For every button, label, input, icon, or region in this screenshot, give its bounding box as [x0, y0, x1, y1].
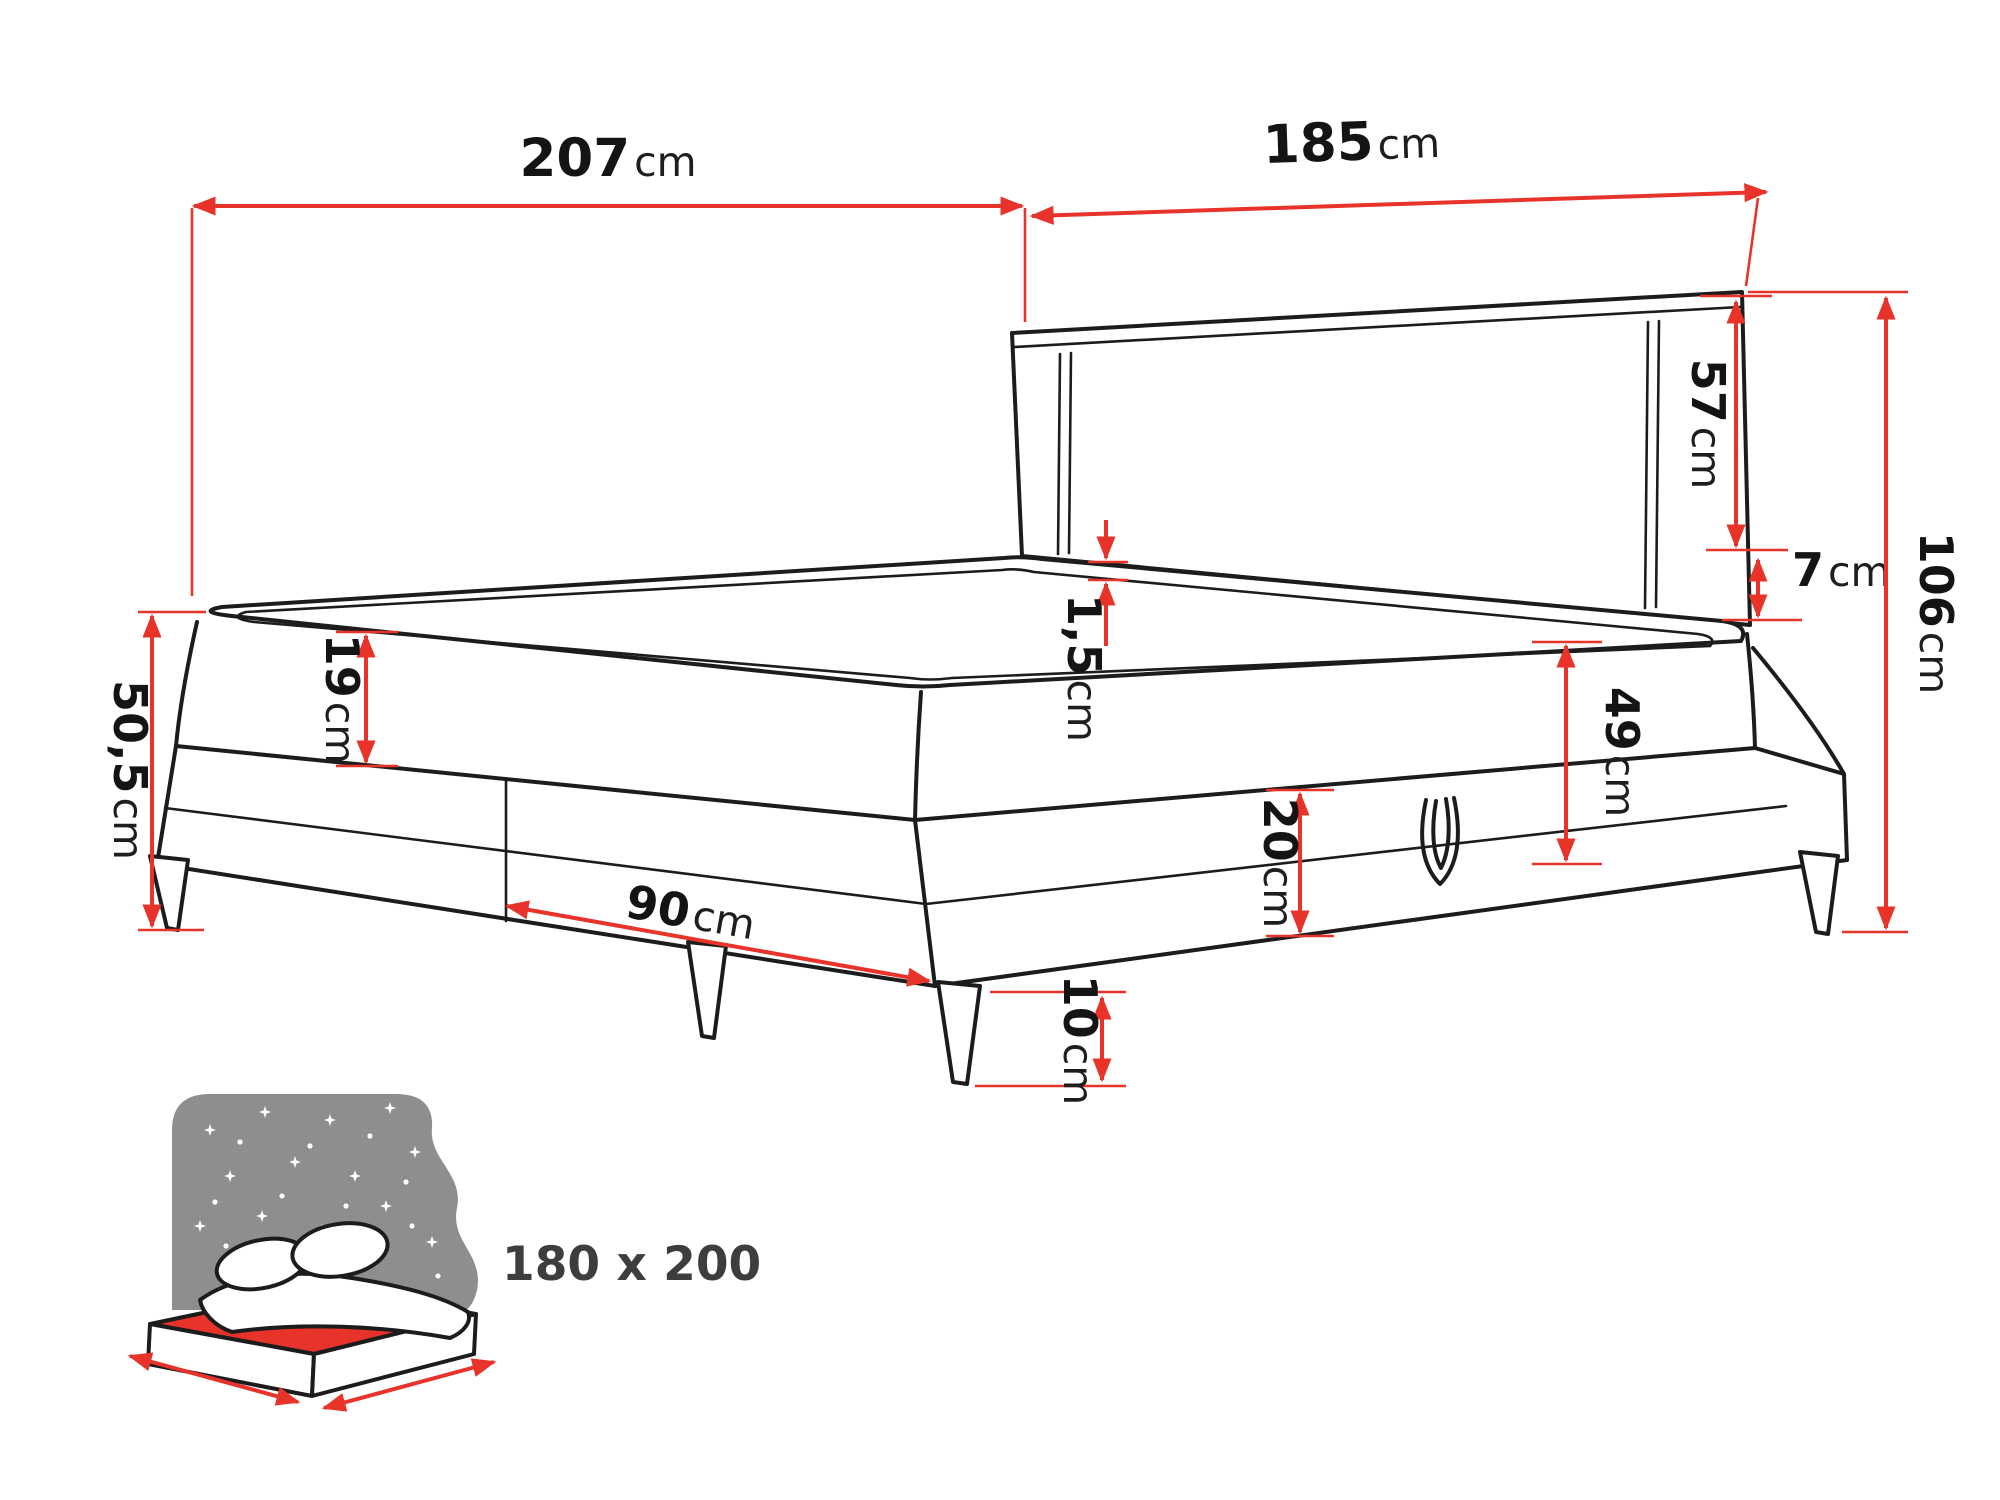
dim-leg-height-label: 10cm — [1053, 975, 1107, 1106]
size-badge-label: 180 x 200 — [502, 1237, 761, 1292]
headboard-led-strip-right — [1643, 319, 1661, 610]
box-right-top-edge — [1753, 746, 1849, 862]
icon-width-arrow — [127, 1352, 301, 1406]
dim-headboard-clearance-label: 7cm — [1792, 543, 1891, 597]
dim-mattress-height-label: 19cm — [315, 634, 369, 765]
headboard — [1010, 290, 1752, 627]
mattress-bottom-edge — [174, 744, 1757, 822]
bed-drawing — [148, 290, 1849, 1086]
headboard-led-strip-left — [1056, 351, 1073, 556]
dim-box-height-label: 20cm — [1253, 798, 1307, 929]
headboard-outline — [1010, 290, 1752, 627]
leg-right — [1798, 850, 1840, 936]
icon-pillow-right — [290, 1221, 390, 1279]
mattress-top-seam — [236, 568, 1714, 681]
dim-left-side-height-label: 50,5cm — [103, 680, 157, 860]
dim-width-line — [1029, 183, 1769, 225]
box-mid-seam — [163, 804, 1788, 906]
dimension-annotations: 207cm 185cm 57cm 7cm 106cm 49cm 19cm — [103, 109, 1963, 1106]
storage-handle-icon — [1420, 796, 1460, 886]
box-corner-left — [155, 744, 178, 866]
box-side-joint — [1751, 646, 1846, 776]
dim-width-ext-right — [1744, 197, 1760, 287]
dim-headboard-height-label: 57cm — [1681, 359, 1735, 490]
dim-single-box-width-line — [504, 900, 932, 987]
mattress-corner-left — [174, 620, 199, 748]
mattress — [174, 555, 1757, 822]
dim-topper-seam-label: 1,5cm — [1057, 594, 1111, 742]
leg-front-corner — [936, 980, 982, 1086]
size-icon: 180 x 200 — [127, 1094, 761, 1412]
headboard-top-seam — [1012, 305, 1742, 349]
legs — [148, 850, 1840, 1086]
mattress-corner-right — [1745, 632, 1757, 750]
mattress-corner-front — [913, 690, 923, 822]
leg-front-mid — [686, 940, 728, 1040]
dim-width-label: 185cm — [1262, 109, 1441, 176]
dim-right-side-height-label: 49cm — [1595, 687, 1649, 818]
box-bottom-edge — [155, 858, 1849, 988]
base-box — [155, 646, 1849, 988]
dim-single-box-width-label: 90cm — [622, 874, 760, 950]
dim-length-label: 207cm — [519, 128, 696, 189]
leg-left — [148, 854, 190, 932]
dim-total-height-label: 106cm — [1909, 532, 1963, 695]
icon-depth-arrow — [321, 1358, 497, 1412]
